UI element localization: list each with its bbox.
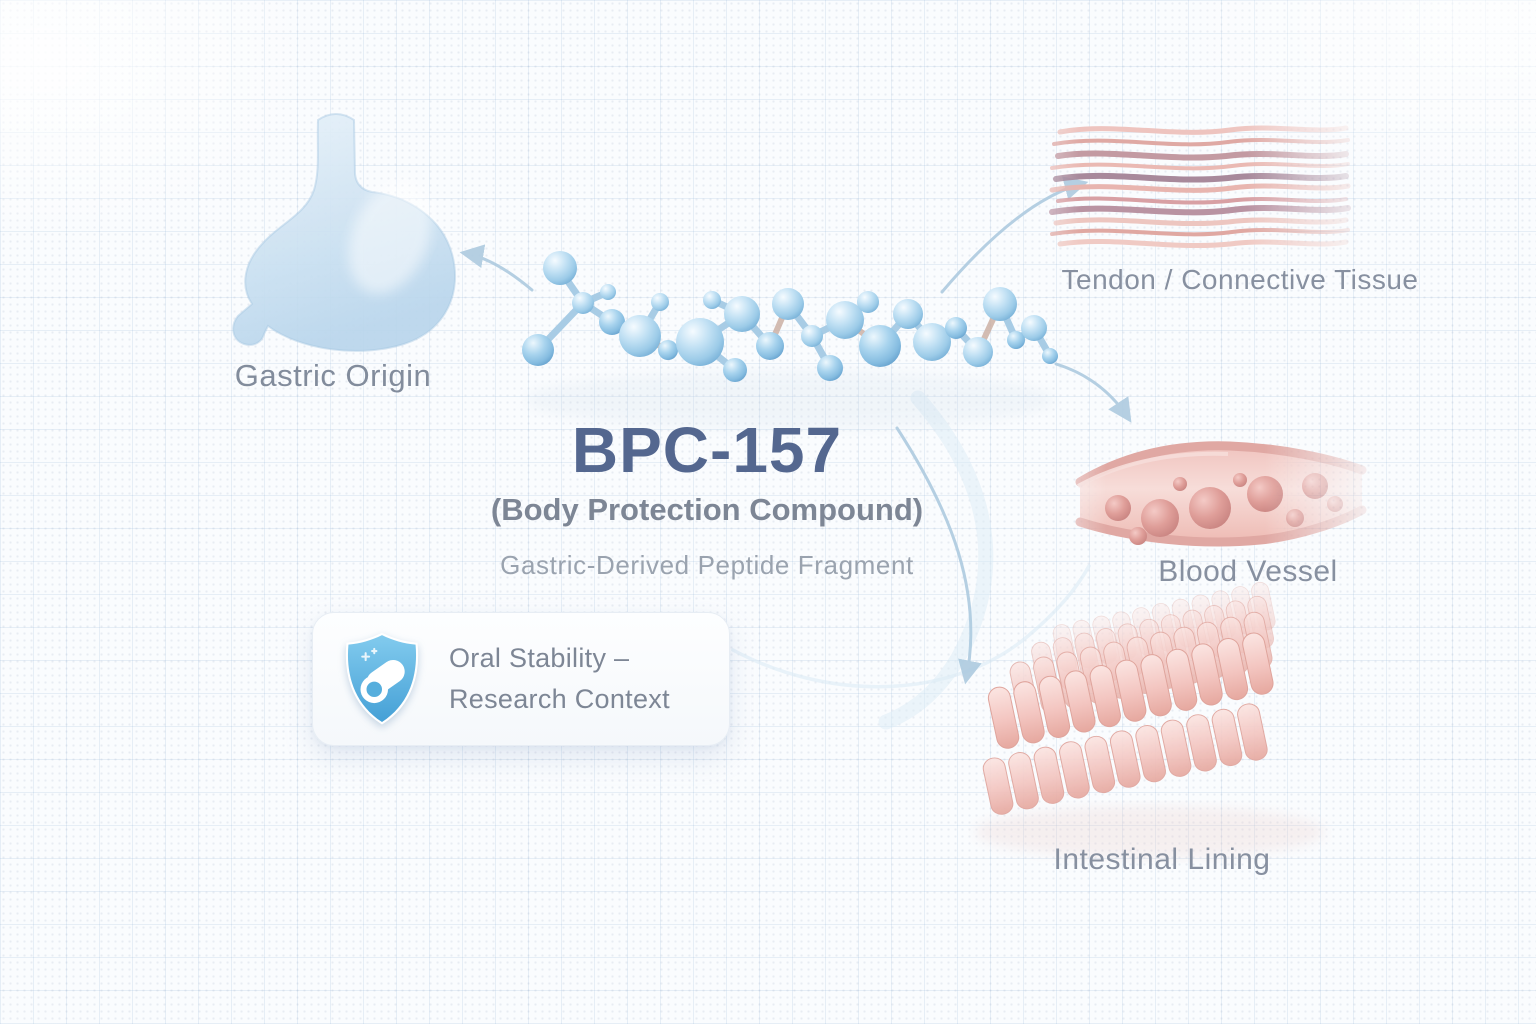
page-title: BPC-157: [571, 414, 843, 486]
blood-vessel-illustration: [1075, 441, 1367, 547]
badge-line1: Oral Stability –: [449, 643, 630, 673]
title-subtitle: (Body Protection Compound): [490, 492, 924, 527]
intestinal-lining-illustration: [975, 580, 1325, 858]
tendon-illustration: [1049, 125, 1351, 249]
stomach-illustration: [232, 113, 456, 352]
shield-stomach-icon: [345, 632, 419, 725]
vessel-label: Blood Vessel: [1158, 555, 1338, 588]
intestine-label: Intestinal Lining: [1053, 843, 1271, 876]
title-tagline: Gastric-Derived Peptide Fragment: [500, 550, 914, 580]
oral-stability-card: Oral Stability – Research Context: [312, 612, 730, 746]
arrow-to-vessel: [1054, 362, 1132, 423]
arrow-to-stomach: [459, 244, 534, 292]
peptide-molecule-illustration: [522, 251, 1058, 430]
molecule-atoms: [522, 251, 1058, 382]
badge-text: Oral Stability – Research Context: [449, 638, 670, 720]
badge-line2: Research Context: [449, 684, 670, 714]
gastric-origin-label: Gastric Origin: [234, 358, 432, 393]
tendon-label: Tendon / Connective Tissue: [1061, 264, 1419, 295]
